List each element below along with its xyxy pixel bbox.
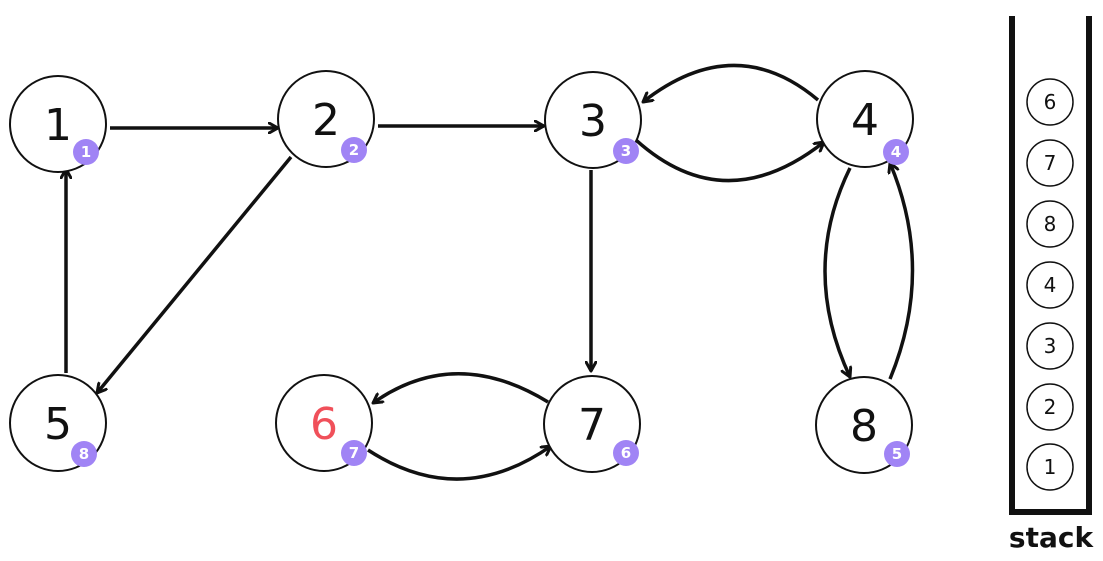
node-3-order-badge-text: 3 [621,142,631,160]
edge-4-to-3 [643,63,820,102]
node-6-label: 6 [310,399,338,450]
stack-item: 3 [1026,322,1074,370]
stack-item-text: 4 [1044,273,1057,297]
node-8: 8 5 [815,376,913,474]
stack-item: 2 [1026,383,1074,431]
stack-item-text: 1 [1044,455,1057,479]
edge-7-to-6 [373,372,549,403]
node-1-order-badge-text: 1 [81,143,91,161]
node-1-label: 1 [44,100,72,151]
node-7-label: 7 [578,400,606,451]
stack-item: 8 [1026,200,1074,248]
stack: 6 7 8 4 3 2 1 stack [1009,16,1095,554]
node-7-order-badge [613,440,639,466]
node-7-order-badge-text: 6 [621,444,631,462]
node-1: 1 1 [9,75,107,173]
nodes: 1 1 2 2 3 3 4 4 5 8 [9,70,914,474]
node-2-label: 2 [312,95,340,146]
stack-item: 7 [1026,139,1074,187]
stack-title: stack [1009,521,1095,554]
node-1-order-badge [73,139,99,165]
node-2: 2 2 [277,70,375,168]
edge-3-to-4 [634,138,824,183]
stack-item-text: 8 [1044,212,1057,236]
node-2-order-badge-text: 2 [349,141,359,159]
stack-container [1009,16,1092,515]
edges [66,63,915,481]
node-6-order-badge [341,440,367,466]
stack-item-text: 6 [1044,90,1057,114]
node-4-order-badge [883,139,909,165]
node-4-label: 4 [851,95,879,146]
node-5-label: 5 [44,399,72,450]
stack-item: 4 [1026,261,1074,309]
node-3-order-badge [613,138,639,164]
edge-4-to-8 [823,167,850,377]
stack-item-text: 2 [1044,395,1057,419]
node-5-order-badge-text: 8 [79,445,89,463]
node-8-label: 8 [850,401,878,452]
node-5-order-badge [71,441,97,467]
node-2-order-badge [341,137,367,163]
node-5: 5 8 [9,374,107,472]
stack-item: 6 [1026,78,1074,126]
edge-8-to-4 [890,163,915,380]
node-8-order-badge-text: 5 [892,445,902,463]
node-4: 4 4 [816,70,914,168]
node-6: 6 7 [275,374,373,472]
node-3-label: 3 [579,96,607,147]
node-4-order-badge-text: 4 [891,143,901,161]
node-3: 3 3 [544,71,642,169]
node-8-order-badge [884,441,910,467]
node-6-order-badge-text: 7 [349,444,359,462]
stack-item-text: 7 [1044,151,1057,175]
edge-2-to-5 [97,155,293,393]
edge-6-to-7 [367,446,551,481]
node-7: 7 6 [543,375,641,473]
stack-item: 1 [1026,443,1074,491]
stack-item-text: 3 [1044,334,1057,358]
